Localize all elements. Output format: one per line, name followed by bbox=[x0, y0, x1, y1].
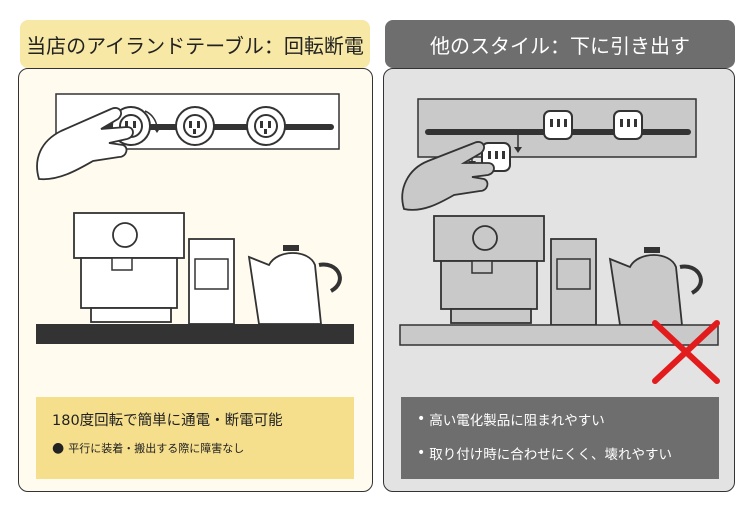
outlet-icon bbox=[175, 106, 215, 146]
outlet-icon bbox=[543, 110, 573, 140]
coffee-machine-icon bbox=[73, 212, 185, 323]
left-note: 180度回転で簡単に通電・断電可能 ● 平行に装着・搬出する際に障害なし bbox=[36, 397, 354, 479]
cross-mark-icon bbox=[652, 320, 720, 384]
blender-icon bbox=[188, 238, 235, 325]
left-note-line1: 180度回転で簡単に通電・断電可能 bbox=[52, 413, 283, 429]
header-right-text: 他のスタイル：下に引き出す bbox=[430, 33, 690, 58]
left-panel: 180度回転で簡単に通電・断電可能 ● 平行に装着・搬出する際に障害なし bbox=[18, 68, 373, 492]
hand-icon bbox=[401, 141, 495, 211]
right-illustration bbox=[399, 98, 720, 384]
outlet-icon bbox=[246, 106, 286, 146]
blender-icon bbox=[550, 238, 597, 326]
left-note-line2: 平行に装着・搬出する際に障害なし bbox=[68, 442, 245, 455]
right-note: • 高い電化製品に阻まれやすい • 取り付け時に合わせにくく、壊れやすい bbox=[401, 397, 719, 479]
hand-icon bbox=[36, 107, 134, 181]
right-note-line1-row: • 高い電化製品に阻まれやすい bbox=[417, 409, 703, 429]
left-note-line2-row: ● 平行に装着・搬出する際に障害なし bbox=[52, 440, 338, 456]
kettle-icon bbox=[247, 245, 342, 325]
counter-top bbox=[36, 324, 354, 344]
outlet-icon bbox=[613, 110, 643, 140]
rotate-arrow-icon bbox=[144, 110, 158, 128]
header-left-text: 当店のアイランドテーブル：回転断電 bbox=[26, 33, 364, 58]
right-note-line2: 取り付け時に合わせにくく、壊れやすい bbox=[429, 447, 672, 463]
bullet-icon: • bbox=[417, 445, 426, 461]
header-left: 当店のアイランドテーブル：回転断電 bbox=[20, 20, 370, 68]
counter-top bbox=[399, 324, 719, 346]
left-illustration bbox=[36, 93, 354, 344]
right-panel: • 高い電化製品に阻まれやすい • 取り付け時に合わせにくく、壊れやすい bbox=[383, 68, 735, 492]
right-note-line1: 高い電化製品に阻まれやすい bbox=[429, 413, 605, 429]
bullet-icon: • bbox=[417, 411, 426, 427]
coffee-machine-icon bbox=[433, 215, 545, 324]
right-note-line2-row: • 取り付け時に合わせにくく、壊れやすい bbox=[417, 443, 703, 463]
header-right: 他のスタイル：下に引き出す bbox=[385, 20, 735, 68]
bullet-icon: ● bbox=[52, 440, 65, 456]
kettle-icon bbox=[608, 247, 703, 326]
